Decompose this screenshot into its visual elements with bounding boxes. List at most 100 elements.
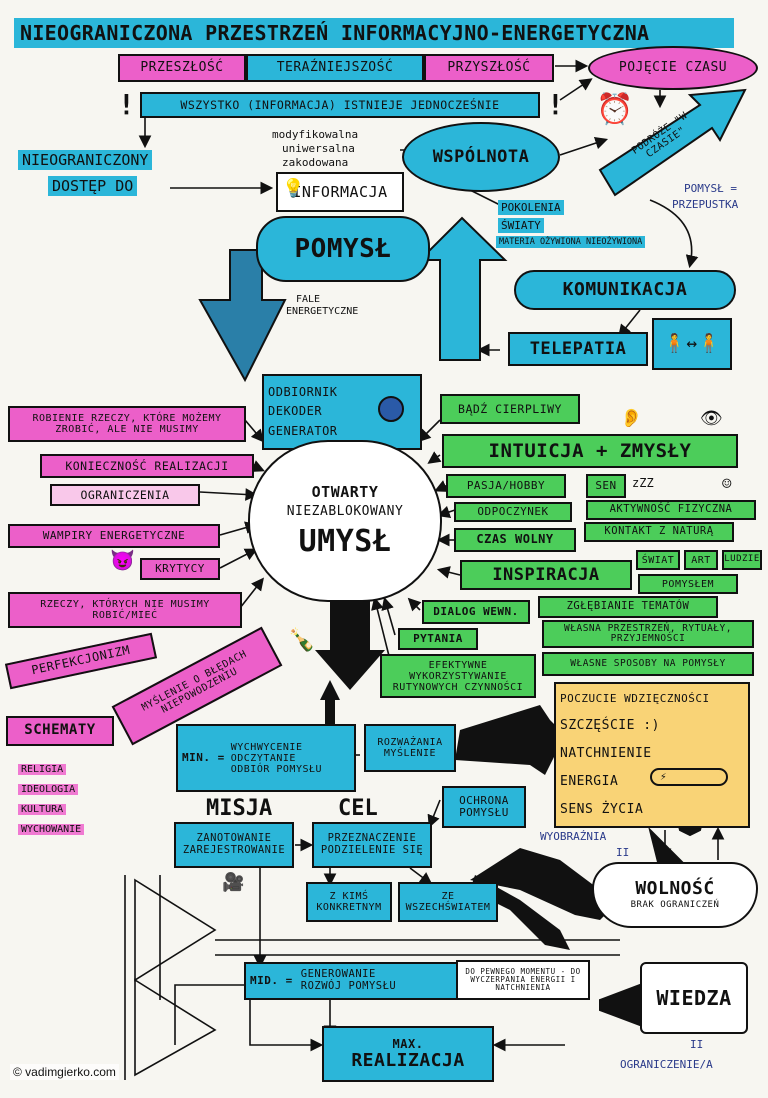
- right-dialog: DIALOG WEWN.: [422, 600, 530, 624]
- wyobraznia-label: WYOBRAŹNIA: [540, 830, 607, 843]
- wolnosc-wings: WOLNOŚĆ BRAK OGRANICZEŃ: [592, 862, 758, 928]
- copyright[interactable]: © vadimgierko.com: [10, 1064, 119, 1080]
- right-wlasne: WŁASNE SPOSOBY NA POMYSŁY: [542, 652, 754, 676]
- community-item-2: ŚWIATY: [498, 218, 544, 233]
- time-concept: POJĘCIE CZASU: [588, 46, 758, 90]
- min-item-3: ODBIÓR POMYSŁU: [230, 763, 323, 775]
- right-pytania: PYTANIA: [398, 628, 478, 650]
- rozwazania-1: ROZWAŻANIA: [377, 737, 443, 748]
- mind-brain: OTWARTY NIEZABLOKOWANY UMYSŁ: [248, 440, 442, 602]
- left-koniecznosc: KONIECZNOŚĆ REALIZACJI: [40, 454, 254, 478]
- min-item-1: WYCHWYCENIE: [230, 741, 303, 753]
- ze-wszech-1: ZE: [441, 891, 455, 902]
- min-label: MIN. =: [182, 750, 225, 764]
- cel-label: CEL: [338, 796, 378, 821]
- przeznaczenie-1: PRZEZNACZENIE: [327, 832, 417, 845]
- feelings-block: POCZUCIE WDZIĘCZNOŚCI SZCZĘŚCIE :) NATCH…: [554, 682, 750, 828]
- informacja-box: INFORMACJA: [276, 172, 404, 212]
- mid-item-2: ROZWÓJ POMYSŁU: [300, 980, 397, 992]
- zanotowanie-box: ZANOTOWANIE ZAREJESTROWANIE: [174, 822, 294, 868]
- right-pasja: PASJA/HOBBY: [446, 474, 566, 498]
- schematy-item-4: WYCHOWANIE: [18, 824, 85, 835]
- receiver-block: ODBIORNIK DEKODER GENERATOR: [262, 374, 422, 450]
- telepatia-box: TELEPATIA: [508, 332, 648, 366]
- misja-label: MISJA: [206, 796, 273, 821]
- brak-ograniczen-label: BRAK OGRANICZEŃ: [630, 899, 720, 910]
- wspolnota-ellipse: WSPÓLNOTA: [402, 122, 560, 192]
- z-kims-box: Z KIMŚ KONKRETNYM: [306, 882, 392, 922]
- right-kontakt: KONTAKT Z NATURĄ: [584, 522, 734, 542]
- right-wlasna: WŁASNA PRZESTRZEŃ, RYTUAŁY, PRZYJEMNOŚCI: [542, 620, 754, 648]
- mid-note: DO PEWNEGO MOMENTU - DO WYCZERPANIA ENER…: [456, 960, 590, 1000]
- schematy-item-3: KULTURA: [18, 804, 67, 815]
- right-aktywnosc: AKTYWNOŚĆ FIZYCZNA: [586, 500, 756, 520]
- mid-item-1: GENEROWANIE: [300, 968, 376, 981]
- pomysl-przepustka-2: PRZEPUSTKA: [672, 198, 739, 211]
- realizacja-label: REALIZACJA: [351, 1049, 465, 1071]
- page-title: NIEOGRANICZONA PRZESTRZEŃ INFORMACYJNO-E…: [14, 18, 734, 48]
- right-inspiracja: INSPIRACJA: [460, 560, 632, 590]
- feeling-natchnienie: NATCHNIENIE: [560, 745, 652, 761]
- community-item-1: POKOLENIA: [498, 200, 564, 215]
- ear-icon: 👂: [620, 408, 643, 429]
- ze-wszech-box: ZE WSZECHŚWIATEM: [398, 882, 498, 922]
- przeznaczenie-2: PODZIELENIE SIĘ: [320, 844, 424, 856]
- przeznaczenie-box: PRZEZNACZENIE PODZIELENIE SIĘ: [312, 822, 432, 868]
- face-icon: ☺: [722, 474, 732, 493]
- community-item-3: MATERIA OŻYWIONA NIEOŻYWIONA: [496, 236, 646, 248]
- ograniczenie-equals: II: [690, 1038, 704, 1051]
- fale-line1: FALE: [296, 294, 321, 305]
- wiedza-book: WIEDZA: [640, 962, 748, 1034]
- receiver-odbiornik: ODBIORNIK: [268, 385, 338, 400]
- right-czas: CZAS WOLNY: [454, 528, 576, 552]
- pomysl-przepustka-1: POMYSŁ =: [684, 182, 737, 195]
- pomysl-cloud: POMYSŁ: [256, 216, 430, 282]
- receiver-dekoder: DEKODER: [268, 404, 323, 419]
- left-robienie: ROBIENIE RZECZY, KTÓRE MOŻEMY ZROBIĆ, AL…: [8, 406, 246, 442]
- right-swiat: ŚWIAT: [636, 550, 680, 570]
- right-pomyslem: POMYSŁEM: [638, 574, 738, 594]
- wolnosc-label: WOLNOŚĆ: [635, 878, 715, 900]
- z-kims-1: Z KIMŚ: [329, 891, 369, 902]
- info-prop-2: uniwersalna: [282, 142, 355, 155]
- mid-label: MID. =: [250, 973, 293, 987]
- right-zglebianie: ZGŁĘBIANIE TEMATÓW: [538, 596, 718, 618]
- feeling-szczescie: SZCZĘŚCIE :): [560, 717, 660, 733]
- feeling-wdziecznosc: POCZUCIE WDZIĘCZNOŚCI: [560, 691, 710, 705]
- right-odpoczynek: ODPOCZYNEK: [454, 502, 572, 522]
- telepatia-figures-icon: 🧍↔🧍: [652, 318, 732, 370]
- schematy-item-2: IDEOLOGIA: [18, 784, 79, 795]
- right-sen: SEN: [586, 474, 626, 498]
- camera-icon: 🎥: [222, 872, 245, 893]
- left-krytycy: KRYTYCY: [140, 558, 220, 580]
- vampire-face-icon: 😈: [110, 548, 135, 572]
- fale-line2: ENERGETYCZNE: [286, 306, 359, 317]
- zanotowanie-1: ZANOTOWANIE: [196, 832, 272, 845]
- komunikacja-box: KOMUNIKACJA: [514, 270, 736, 310]
- mind-open: OTWARTY: [311, 483, 379, 502]
- left-wampiry: WAMPIRY ENERGETYCZNE: [8, 524, 220, 548]
- left-rzeczy: RZECZY, KTÓRYCH NIE MUSIMY ROBIĆ/MIEĆ: [8, 592, 242, 628]
- schematy-item-1: RELIGIA: [18, 764, 67, 775]
- mind-label: UMYSŁ: [298, 523, 392, 559]
- zanotowanie-2: ZAREJESTROWANIE: [182, 844, 286, 856]
- lightbulb-icon: 💡: [282, 178, 305, 199]
- alarm-clock-icon: ⏰: [596, 92, 634, 127]
- right-art: ART: [684, 550, 718, 570]
- ze-wszech-2: WSZECHŚWIATEM: [405, 902, 491, 913]
- mind-unblocked: NIEZABLOKOWANY: [286, 503, 404, 519]
- battery-icon: ⚡: [650, 768, 728, 786]
- wyobraznia-equals: II: [616, 846, 630, 859]
- right-ludzie: LUDZIE: [722, 550, 762, 570]
- unlimited-access-line1: NIEOGRANICZONY: [18, 150, 153, 170]
- eye-icon: 👁: [700, 408, 723, 429]
- exclamation-right-icon: !: [547, 88, 564, 121]
- info-prop-1: modyfikowalna: [272, 128, 359, 141]
- ochrona-box: OCHRONA POMYSŁU: [442, 786, 526, 828]
- feeling-sens: SENS ŻYCIA: [560, 801, 644, 817]
- feeling-energia: ENERGIA: [560, 773, 619, 789]
- min-block: MIN. = WYCHWYCENIE ODCZYTANIE ODBIÓR POM…: [176, 724, 356, 792]
- rozwazania-2: MYŚLENIE: [383, 748, 437, 759]
- all-exists-box: WSZYSTKO (INFORMACJA) ISTNIEJE JEDNOCZEŚ…: [140, 92, 540, 118]
- info-prop-3: zakodowana: [282, 156, 349, 169]
